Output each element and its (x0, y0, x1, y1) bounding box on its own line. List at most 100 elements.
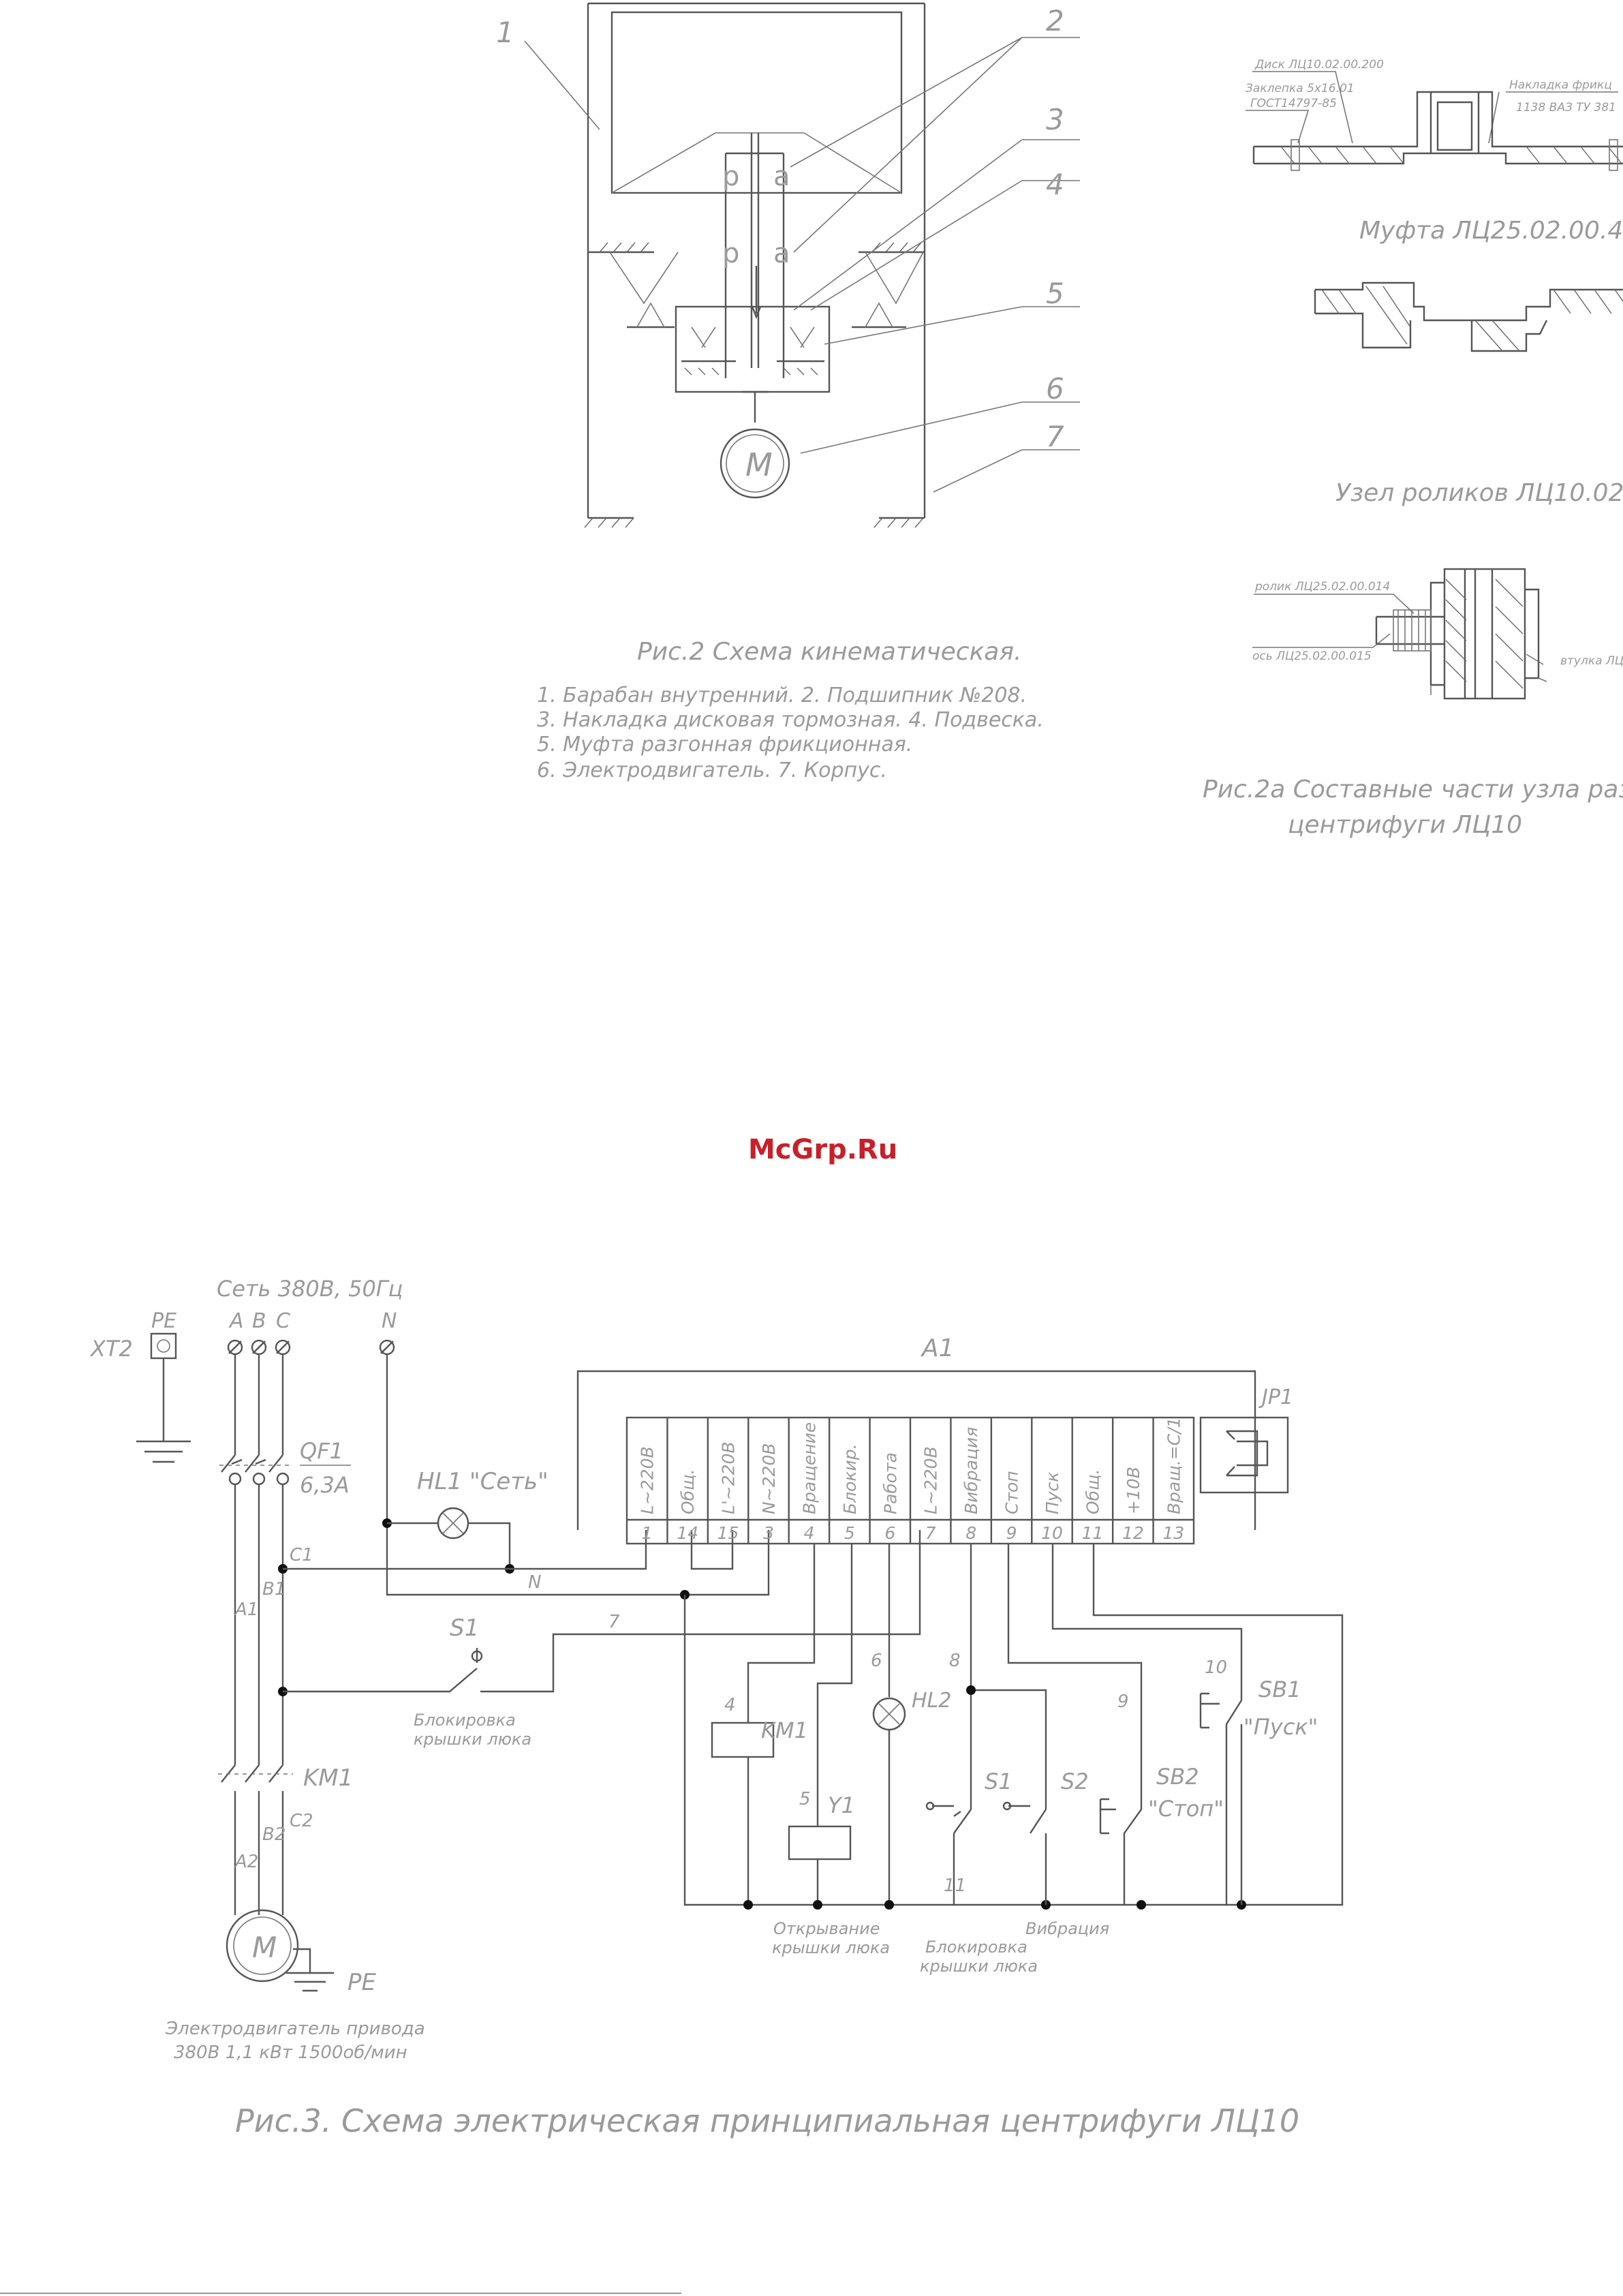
hl1-label: HL1 "Сеть" (417, 1468, 548, 1495)
a1-label: A1 (921, 1334, 955, 1362)
callout-7: 7 (1046, 420, 1064, 453)
xt2-label: XT2 (89, 1336, 133, 1362)
wire-n-label: N (528, 1572, 541, 1593)
wire-4-label: 4 (724, 1695, 736, 1715)
terminal-strip: L~220В 1 Общ. 14 L'~220В 15 N~220В 3 Вращение 4 Бл… (638, 1417, 1184, 1544)
electrical-schematic: Сеть 380В, 50Гц A B C N PE XT2 QF1 6,3А … (89, 1276, 1344, 2063)
y1-label: Y1 (828, 1792, 855, 1818)
coupling-title: Муфта ЛЦ25.02.00.404 (1359, 217, 1623, 245)
callout-5: 5 (1046, 277, 1064, 310)
terminal-label: Вращ.=С/1 (1164, 1417, 1184, 1514)
vibration-caption: Вибрация (1025, 1919, 1109, 1938)
fig2-legend-line-2: 3. Накладка дисковая тормозная. 4. Подве… (537, 708, 1044, 732)
phase-a-label: A (228, 1309, 244, 1333)
motor-letter: M (252, 1931, 277, 1964)
terminal-number: 10 (1041, 1523, 1063, 1543)
phase-c-label: C (276, 1309, 290, 1333)
motor-caption-line-1: Электродвигатель привода (165, 2019, 425, 2039)
axis-label: ось ЛЦ25.02.00.015 (1252, 649, 1372, 663)
svg-text:p: p (722, 238, 739, 269)
lining-spec-label: 1138 ВАЗ ТУ 381 (1516, 101, 1616, 114)
sb2-name: SB2 (1156, 1764, 1199, 1790)
km1-power-label: KM1 (303, 1764, 353, 1792)
s1-main-label: S1 (450, 1614, 479, 1642)
fig2-caption: Рис.2 Схема кинематическая. (637, 638, 1021, 666)
watermark: McGrp.Ru (748, 1134, 897, 1165)
neutral-label: N (382, 1309, 397, 1333)
fig2-legend-line-3: 5. Муфта разгонная фрикционная. (537, 733, 912, 756)
terminal-number: 12 (1122, 1523, 1144, 1543)
fig2-legend-line-4: 6. Электродвигатель. 7. Корпус. (537, 759, 887, 782)
roller-label: ролик ЛЦ25.02.00.014 (1254, 580, 1390, 594)
wire-c1-label: C1 (290, 1545, 313, 1565)
component-parts-drawing: Диск ЛЦ10.02.00.200 Заклепка 5х16.01 ГОС… (1246, 58, 1623, 700)
wire-7-label: 7 (608, 1612, 620, 1632)
terminal-label: Общ. (678, 1469, 698, 1514)
callout-2: 2 (1046, 4, 1064, 37)
qf1-rating: 6,3А (300, 1472, 350, 1498)
motor-pe-label: PE (347, 1969, 377, 1996)
callout-4: 4 (1046, 168, 1064, 201)
sb2-label: "Стоп" (1148, 1796, 1224, 1822)
motor-caption-line-2: 380В 1,1 кВт 1500об/мин (174, 2042, 407, 2063)
lock-caption-line-1: Блокировка (414, 1711, 516, 1730)
wire-6-label: 6 (871, 1651, 882, 1671)
terminal-label: L'~220В (719, 1441, 739, 1514)
svg-text:a: a (773, 238, 790, 269)
fig2a-caption-line-1: Рис.2а Составные части узла раз (1203, 776, 1623, 803)
terminal-number: 1 (642, 1523, 653, 1543)
terminal-label: Общ. (1083, 1469, 1102, 1514)
terminal-number: 15 (717, 1523, 739, 1543)
lining-label: Накладка фрикц (1509, 78, 1612, 92)
callout-3: 3 (1046, 103, 1064, 136)
wire-9-label: 9 (1117, 1692, 1129, 1712)
rivet-standard-label: ГОСТ14797-85 (1250, 97, 1337, 110)
open-caption-line-2: крышки люка (772, 1938, 890, 1957)
sb1-label: "Пуск" (1243, 1714, 1318, 1740)
lock-caption-line-2: крышки люка (414, 1730, 531, 1749)
wire-8-label: 8 (949, 1651, 961, 1671)
km1-coil-label: KM1 (761, 1717, 808, 1743)
wire-a2-label: A2 (234, 1852, 258, 1872)
terminal-number: 9 (1006, 1523, 1017, 1543)
terminal-number: 6 (884, 1523, 895, 1543)
terminal-label: Пуск (1042, 1472, 1062, 1514)
terminal-label: Стоп (1002, 1471, 1022, 1514)
terminal-label: L~220В (921, 1446, 941, 1514)
rivet-label: Заклепка 5х16.01 (1246, 82, 1355, 95)
terminal-label: +10В (1124, 1467, 1143, 1514)
qf1-label: QF1 (300, 1438, 343, 1464)
pe-label: PE (151, 1309, 176, 1333)
terminal-number: 13 (1162, 1523, 1184, 1543)
hl2-label: HL2 (912, 1689, 951, 1713)
terminal-label: N~220В (759, 1443, 779, 1514)
wire-5-label: 5 (799, 1789, 811, 1809)
lock-vibration-caption-line-2: крышки люка (920, 1957, 1038, 1976)
fig2a-caption-line-2: центрифуги ЛЦ10 (1288, 811, 1522, 839)
terminal-number: 5 (844, 1523, 855, 1543)
jp1-label: JP1 (1258, 1386, 1293, 1409)
terminal-number: 8 (965, 1523, 976, 1543)
wire-b2-label: B2 (262, 1824, 285, 1845)
terminal-label: Блокир. (840, 1443, 860, 1514)
wire-b1-label: B1 (262, 1579, 285, 1599)
sleeve-label: втулка ЛЦ (1560, 654, 1623, 668)
terminal-number: 3 (763, 1523, 774, 1543)
terminal-number: 11 (1082, 1523, 1104, 1543)
network-label: Сеть 380В, 50Гц (217, 1276, 403, 1302)
fig2-legend-line-1: 1. Барабан внутренний. 2. Подшипник №208… (537, 684, 1027, 707)
callout-6: 6 (1046, 372, 1064, 405)
terminal-label: Вращение (799, 1422, 819, 1514)
lock-vibration-caption-line-1: Блокировка (925, 1938, 1027, 1957)
callout-1: 1 (496, 16, 514, 49)
fig3-caption: Рис.3. Схема электрическая принципиальна… (235, 2102, 1299, 2139)
terminal-label: L~220В (638, 1446, 658, 1514)
s1-vibration-label: S1 (985, 1769, 1013, 1794)
s2-label: S2 (1061, 1769, 1089, 1794)
terminal-number: 14 (677, 1523, 698, 1543)
svg-text:a: a (773, 161, 790, 192)
fig2-motor-letter: M (745, 446, 773, 483)
terminal-number: 4 (803, 1523, 814, 1543)
wire-11-label: 11 (944, 1876, 966, 1896)
